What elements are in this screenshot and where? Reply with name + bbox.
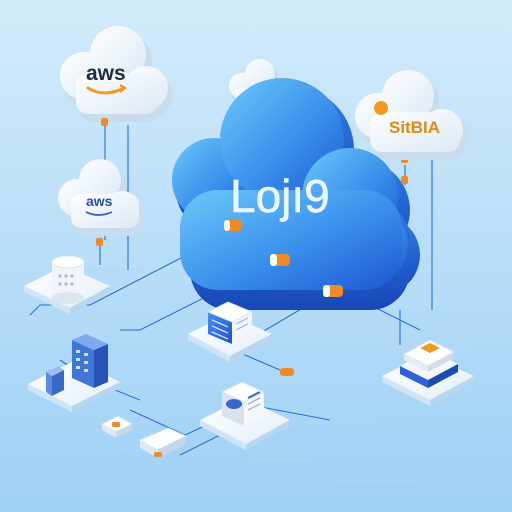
stack-layers-icon (382, 339, 474, 406)
connector-peg (101, 118, 108, 126)
lock-icon (100, 415, 134, 438)
aws-logo-text: aws (86, 62, 126, 85)
connector-peg (270, 254, 290, 266)
central-cloud-label: Lojı9 (230, 170, 330, 222)
monitor-icon (200, 381, 290, 450)
storage-drum-icon (24, 255, 110, 314)
aws-small-logo-text: aws (86, 193, 113, 209)
connector-peg (323, 285, 343, 297)
connector-peg (280, 368, 294, 376)
central-blue-cloud-icon: Lojı9 (172, 78, 420, 310)
connector-pegs (96, 118, 408, 376)
office-building-icon (28, 334, 120, 412)
aws-small-cloud-icon: aws (58, 159, 144, 236)
router-icon (138, 427, 188, 458)
sitbia-logo-icon (374, 101, 388, 115)
connector-peg (224, 220, 242, 231)
aws-cloud-icon: aws (60, 26, 172, 122)
sitbia-logo-text: SitBIA (389, 118, 440, 137)
aws-smile-icon (86, 86, 126, 95)
connector-peg (96, 238, 103, 246)
server-cube-icon (188, 301, 272, 362)
sitbia-cloud-icon: SitBIA (355, 70, 468, 160)
